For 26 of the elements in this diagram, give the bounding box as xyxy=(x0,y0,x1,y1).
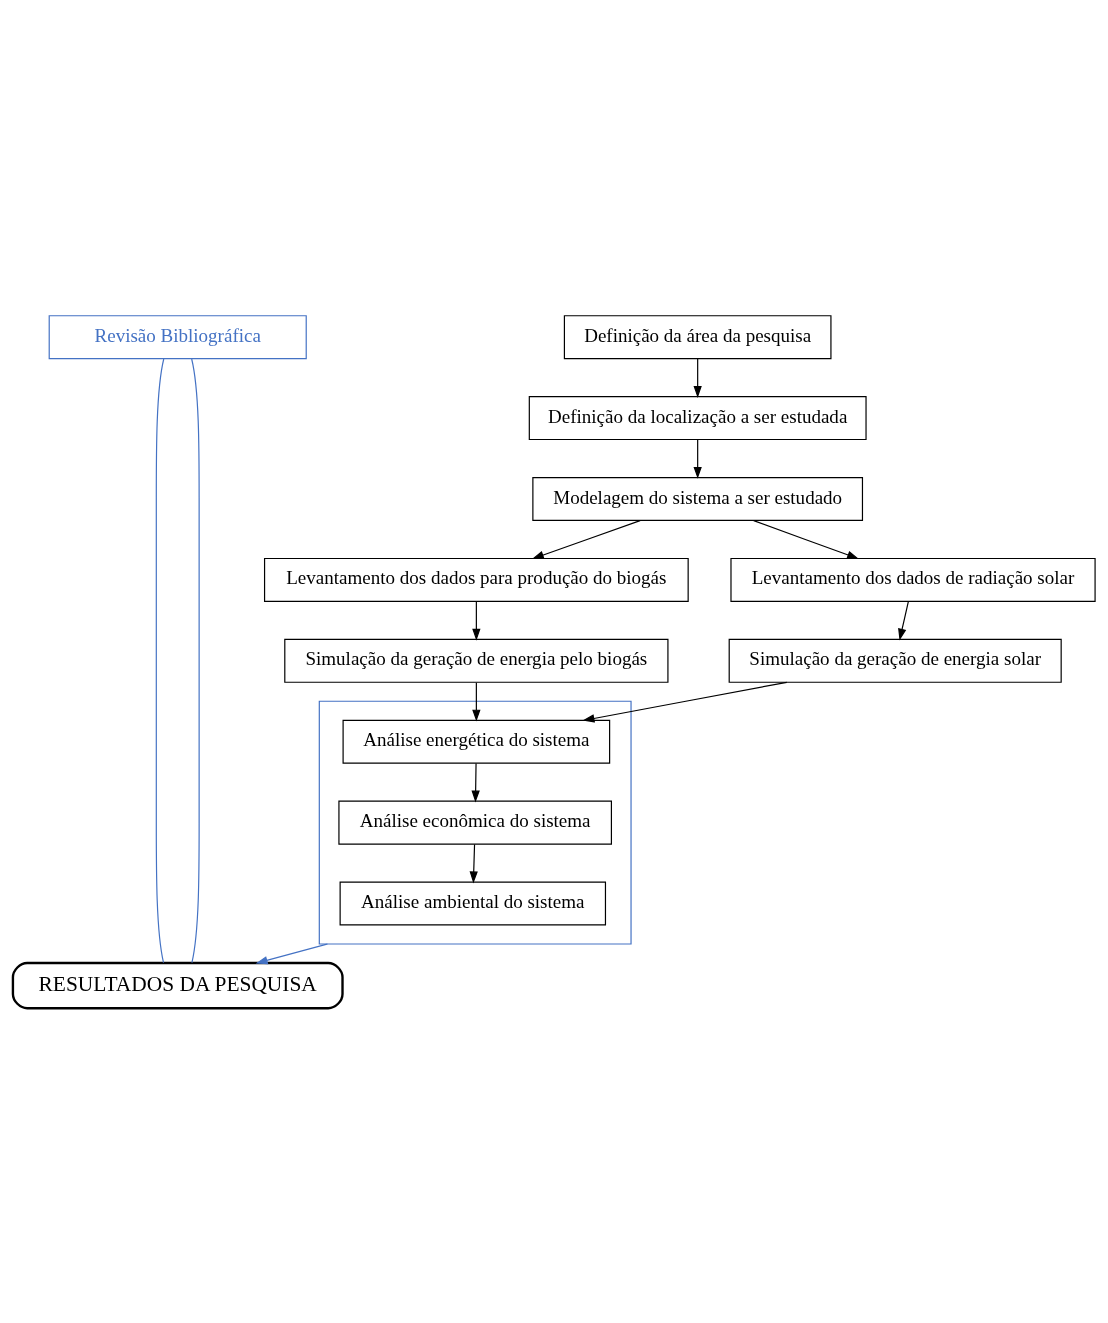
node-box: Levantamento dos dados para produção do biogás xyxy=(263,557,689,602)
arrow xyxy=(582,681,788,723)
node-box: Simulação da geração de energia pelo biogás xyxy=(284,638,669,683)
node-box: Análise energética do sistema xyxy=(342,719,611,764)
arrow xyxy=(693,357,702,398)
node-box: Simulação da geração de energia solar xyxy=(728,638,1062,683)
node-box: Análise econômica do sistema xyxy=(338,800,612,845)
node-box: Análise ambiental do sistema xyxy=(339,881,607,926)
node-box: Levantamento dos dados de radiação solar xyxy=(730,557,1096,602)
node-box: RESULTADOS DA PESQUISA xyxy=(11,961,344,1009)
connector xyxy=(191,357,200,963)
arrow xyxy=(531,519,641,559)
node-box: Definição da área da pesquisa xyxy=(563,314,832,359)
node-box: Modelagem do sistema a ser estudado xyxy=(532,476,864,521)
arrow xyxy=(753,519,859,559)
node-box: Definição da localização a ser estudada xyxy=(528,395,867,440)
arrow xyxy=(469,843,478,883)
arrow xyxy=(472,600,481,641)
arrow xyxy=(693,438,702,479)
arrow xyxy=(898,600,909,641)
cluster xyxy=(318,700,632,945)
arrow xyxy=(471,762,480,802)
connector xyxy=(155,357,165,963)
arrow xyxy=(255,942,329,964)
arrow xyxy=(472,681,481,722)
node-box: Revisão Bibliográfica xyxy=(48,314,307,359)
